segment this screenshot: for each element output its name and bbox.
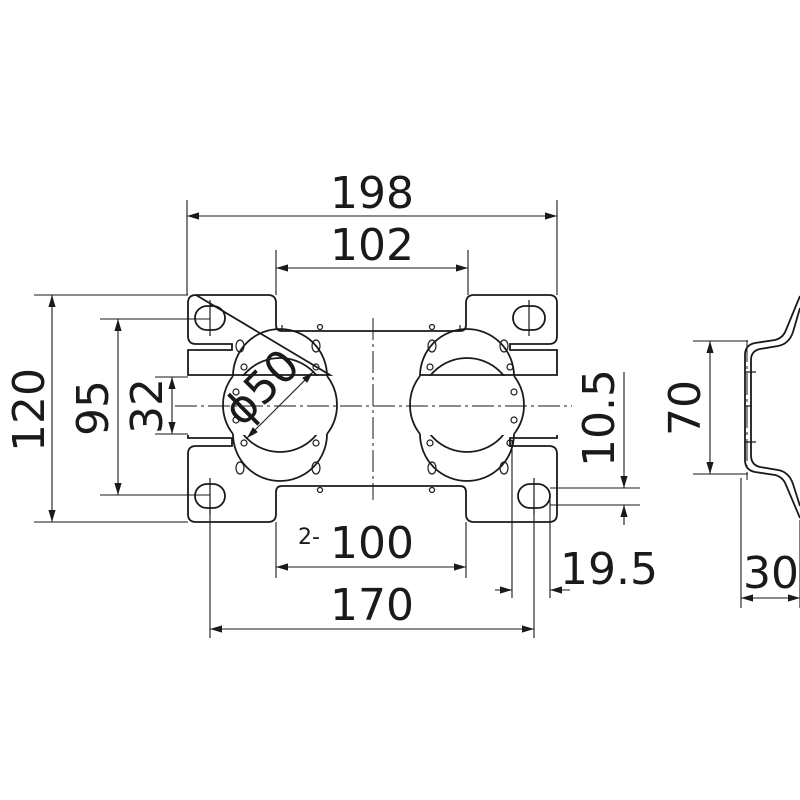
dim-label-102: 102 — [330, 220, 414, 271]
dim-label-30: 30 — [743, 548, 799, 599]
dim-label-198: 198 — [330, 168, 414, 219]
side-view — [693, 295, 800, 608]
dim-label-95: 95 — [68, 380, 119, 436]
dim-label-10-5: 10.5 — [574, 369, 625, 467]
side-profile — [744, 295, 800, 519]
dim-label-120: 120 — [4, 368, 55, 452]
dim-label-100: 100 — [330, 518, 414, 569]
plate-outline — [187, 294, 558, 523]
dim-label-19-5: 19.5 — [560, 544, 658, 595]
small-holes — [232, 323, 518, 494]
plate-front-view — [170, 294, 582, 523]
dim-label-count-prefix: 2- — [298, 525, 320, 550]
corner-slots — [194, 300, 551, 514]
dim-label-32: 32 — [122, 378, 173, 434]
dimension-lines — [34, 200, 640, 638]
dim-label-170: 170 — [330, 580, 414, 631]
dim-label-70: 70 — [660, 380, 711, 436]
